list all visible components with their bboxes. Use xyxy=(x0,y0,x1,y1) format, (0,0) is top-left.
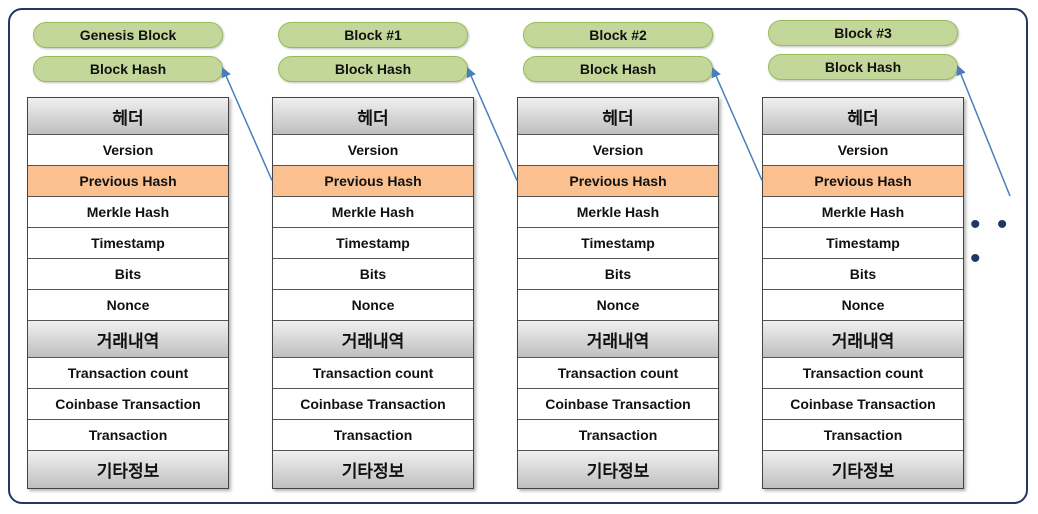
row-coinbase-transaction: Coinbase Transaction xyxy=(28,389,228,420)
row-timestamp: Timestamp xyxy=(518,228,718,259)
row-bits: Bits xyxy=(518,259,718,290)
row-coinbase-transaction: Coinbase Transaction xyxy=(763,389,963,420)
row-거래내역: 거래내역 xyxy=(518,321,718,358)
block-hash-0: Block Hash xyxy=(33,56,223,82)
row-transaction-count: Transaction count xyxy=(763,358,963,389)
row-merkle-hash: Merkle Hash xyxy=(28,197,228,228)
row-거래내역: 거래내역 xyxy=(273,321,473,358)
row-헤더: 헤더 xyxy=(518,98,718,135)
row-merkle-hash: Merkle Hash xyxy=(273,197,473,228)
block-title-0: Genesis Block xyxy=(33,22,223,48)
row-transaction: Transaction xyxy=(273,420,473,451)
row-version: Version xyxy=(763,135,963,166)
row-기타정보: 기타정보 xyxy=(273,451,473,488)
continuation-dots: • • • xyxy=(970,208,1012,275)
row-transaction-count: Transaction count xyxy=(273,358,473,389)
row-previous-hash: Previous Hash xyxy=(273,166,473,197)
row-기타정보: 기타정보 xyxy=(763,451,963,488)
row-헤더: 헤더 xyxy=(273,98,473,135)
row-nonce: Nonce xyxy=(273,290,473,321)
block-title-2: Block #2 xyxy=(523,22,713,48)
row-거래내역: 거래내역 xyxy=(28,321,228,358)
row-bits: Bits xyxy=(28,259,228,290)
row-merkle-hash: Merkle Hash xyxy=(763,197,963,228)
row-헤더: 헤더 xyxy=(28,98,228,135)
block-hash-3: Block Hash xyxy=(768,54,958,80)
row-timestamp: Timestamp xyxy=(273,228,473,259)
block-hash-1: Block Hash xyxy=(278,56,468,82)
row-transaction: Transaction xyxy=(763,420,963,451)
row-기타정보: 기타정보 xyxy=(28,451,228,488)
row-nonce: Nonce xyxy=(28,290,228,321)
row-거래내역: 거래내역 xyxy=(763,321,963,358)
block-title-1: Block #1 xyxy=(278,22,468,48)
row-coinbase-transaction: Coinbase Transaction xyxy=(273,389,473,420)
row-previous-hash: Previous Hash xyxy=(763,166,963,197)
row-헤더: 헤더 xyxy=(763,98,963,135)
row-coinbase-transaction: Coinbase Transaction xyxy=(518,389,718,420)
block-title-3: Block #3 xyxy=(768,20,958,46)
row-previous-hash: Previous Hash xyxy=(518,166,718,197)
row-previous-hash: Previous Hash xyxy=(28,166,228,197)
row-timestamp: Timestamp xyxy=(28,228,228,259)
row-nonce: Nonce xyxy=(763,290,963,321)
block-hash-2: Block Hash xyxy=(523,56,713,82)
row-version: Version xyxy=(273,135,473,166)
row-bits: Bits xyxy=(273,259,473,290)
row-transaction: Transaction xyxy=(518,420,718,451)
row-version: Version xyxy=(518,135,718,166)
row-transaction: Transaction xyxy=(28,420,228,451)
row-transaction-count: Transaction count xyxy=(28,358,228,389)
row-transaction-count: Transaction count xyxy=(518,358,718,389)
row-nonce: Nonce xyxy=(518,290,718,321)
row-기타정보: 기타정보 xyxy=(518,451,718,488)
row-merkle-hash: Merkle Hash xyxy=(518,197,718,228)
row-bits: Bits xyxy=(763,259,963,290)
row-version: Version xyxy=(28,135,228,166)
row-timestamp: Timestamp xyxy=(763,228,963,259)
